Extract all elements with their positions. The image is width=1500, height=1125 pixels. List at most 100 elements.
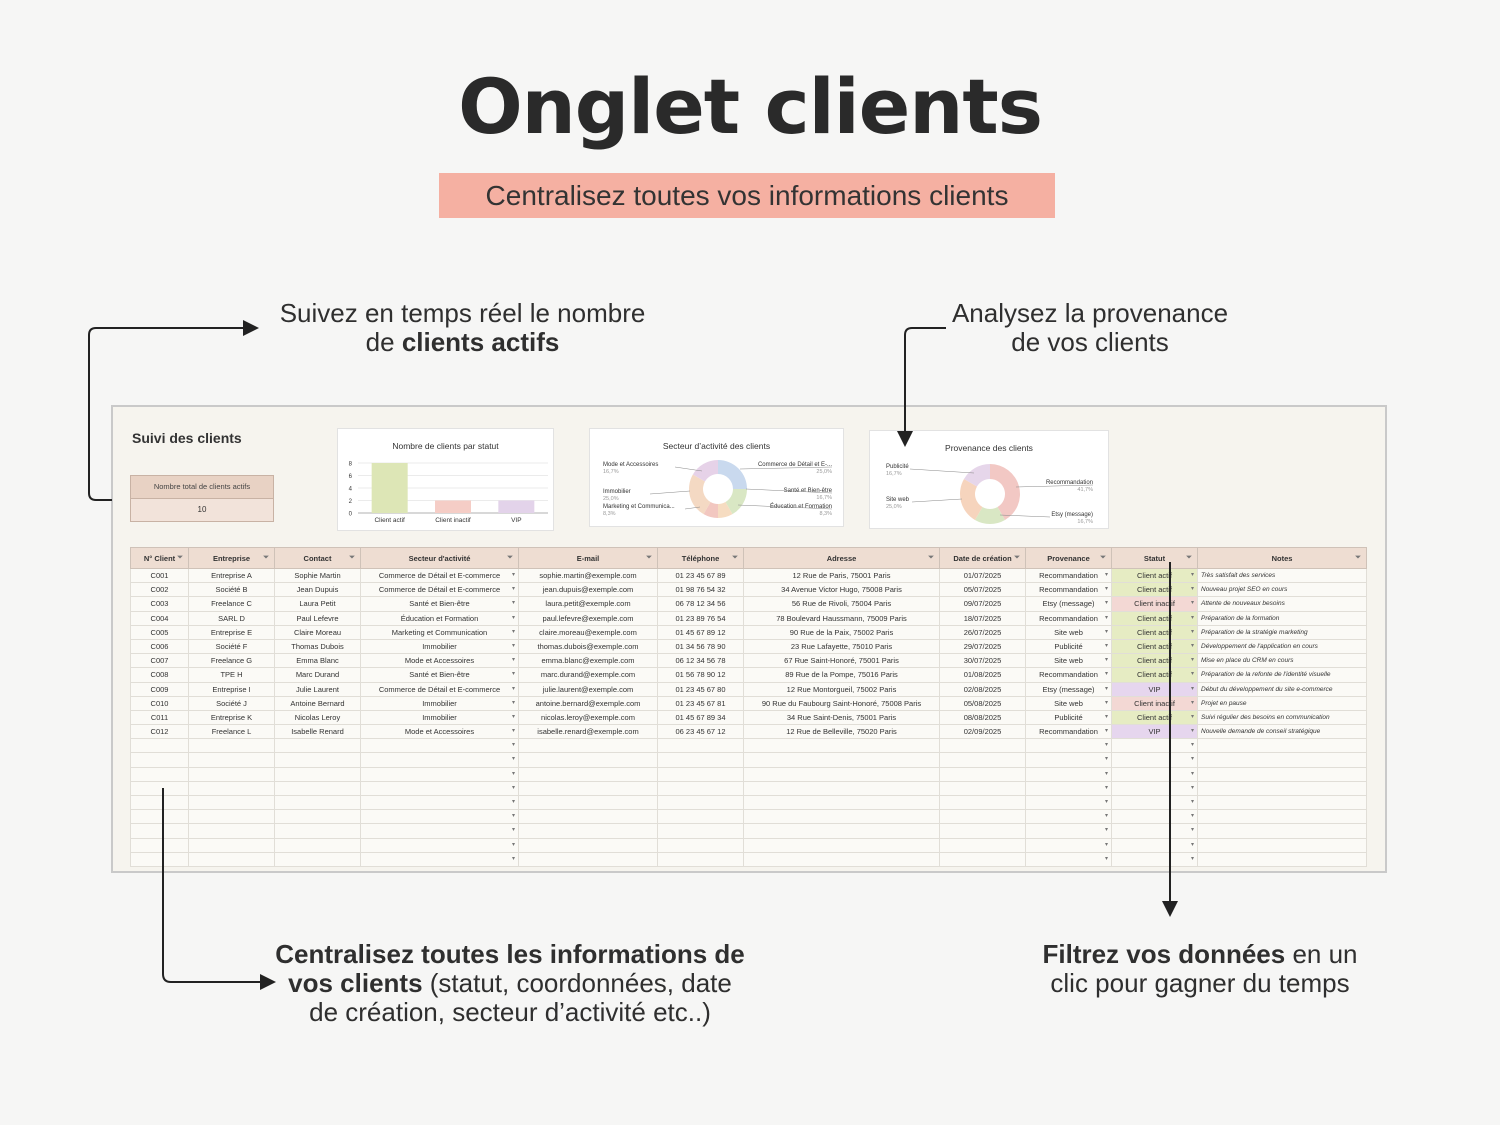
table-cell[interactable] [518,752,658,768]
table-cell[interactable]: 01 45 67 89 12 [657,624,744,640]
table-cell[interactable]: 34 Rue Saint-Denis, 75001 Paris [743,709,940,726]
table-cell[interactable]: 30/07/2025 [939,653,1026,669]
table-cell[interactable]: 01 23 89 76 54 [657,610,744,626]
table-cell[interactable]: C010 [130,695,189,711]
table-cell[interactable] [518,823,658,839]
table-cell[interactable]: 90 Rue du Faubourg Saint-Honoré, 75008 P… [743,695,940,711]
table-cell[interactable] [1111,823,1198,839]
table-cell[interactable]: C005 [130,624,189,640]
table-cell[interactable] [743,851,940,867]
table-cell[interactable]: 12 Rue de Paris, 75001 Paris [743,567,940,584]
table-cell[interactable]: Recommandation [1025,610,1112,626]
table-cell[interactable]: Nouvelle demande de conseil stratégique [1197,724,1367,740]
table-cell[interactable] [360,851,519,867]
table-cell[interactable]: Site web [1025,695,1112,711]
table-cell[interactable] [188,752,275,768]
table-cell[interactable] [274,752,361,768]
table-cell[interactable] [518,851,658,867]
table-cell[interactable] [1197,780,1367,797]
table-cell[interactable]: Commerce de Détail et E-commerce [360,681,519,697]
table-cell[interactable] [518,809,658,825]
table-cell[interactable] [188,851,275,867]
table-cell[interactable]: Entreprise E [188,624,275,640]
table-cell[interactable]: Laura Petit [274,596,361,612]
table-cell[interactable]: Début du développement du site e-commerc… [1197,681,1367,697]
table-cell[interactable] [130,766,189,782]
table-cell[interactable]: Freelance C [188,596,275,612]
table-cell[interactable]: Commerce de Détail et E-commerce [360,567,519,584]
table-cell[interactable] [1111,809,1198,825]
filter-icon[interactable]: ⏷ [349,554,355,561]
table-cell[interactable]: 18/07/2025 [939,610,1026,626]
table-cell[interactable] [1197,809,1367,825]
table-cell[interactable] [657,738,744,754]
table-cell[interactable]: claire.moreau@exemple.com [518,624,658,640]
table-cell[interactable]: C001 [130,567,189,584]
table-cell[interactable]: 01/08/2025 [939,667,1026,683]
table-cell[interactable]: 26/07/2025 [939,624,1026,640]
table-cell[interactable] [939,738,1026,754]
table-cell[interactable] [743,794,940,811]
table-cell[interactable]: Jean Dupuis [274,582,361,598]
table-cell[interactable] [130,851,189,867]
table-cell[interactable] [130,752,189,768]
table-cell[interactable] [657,780,744,797]
table-cell[interactable]: 06 12 34 56 78 [657,653,744,669]
table-cell[interactable] [1111,752,1198,768]
table-cell[interactable]: Mode et Accessoires [360,724,519,740]
table-cell[interactable]: 01 45 67 89 34 [657,709,744,726]
table-cell[interactable]: Entreprise K [188,709,275,726]
table-cell[interactable] [743,823,940,839]
table-cell[interactable] [939,780,1026,797]
table-cell[interactable]: 06 78 12 34 56 [657,596,744,612]
table-cell[interactable]: 05/07/2025 [939,582,1026,598]
filter-icon[interactable]: ⏷ [928,554,934,561]
table-cell[interactable] [188,809,275,825]
table-cell[interactable]: Nouveau projet SEO en cours [1197,582,1367,598]
table-cell[interactable]: Mise en place du CRM en cours [1197,653,1367,669]
table-cell[interactable]: 56 Rue de Rivoli, 75004 Paris [743,596,940,612]
column-header[interactable]: E-mail⏷ [518,547,658,569]
table-cell[interactable] [1025,809,1112,825]
filter-icon[interactable]: ⏷ [1355,554,1361,561]
table-cell[interactable]: 09/07/2025 [939,596,1026,612]
table-cell[interactable] [360,823,519,839]
table-cell[interactable] [657,837,744,853]
table-cell[interactable]: 67 Rue Saint-Honoré, 75001 Paris [743,653,940,669]
table-cell[interactable]: VIP [1111,724,1198,740]
table-cell[interactable]: 01 98 76 54 32 [657,582,744,598]
table-cell[interactable]: Thomas Dubois [274,638,361,655]
table-cell[interactable] [657,851,744,867]
table-cell[interactable]: Recommandation [1025,667,1112,683]
table-cell[interactable]: Publicité [1025,638,1112,655]
table-cell[interactable] [360,766,519,782]
table-cell[interactable] [657,809,744,825]
table-cell[interactable] [1111,851,1198,867]
table-cell[interactable]: Claire Moreau [274,624,361,640]
table-cell[interactable]: Client inactif [1111,596,1198,612]
table-cell[interactable] [657,794,744,811]
table-cell[interactable]: Éducation et Formation [360,610,519,626]
table-cell[interactable] [657,823,744,839]
table-cell[interactable] [130,823,189,839]
filter-icon[interactable]: ⏷ [1186,554,1192,561]
table-cell[interactable]: marc.durand@exemple.com [518,667,658,683]
table-cell[interactable]: 02/08/2025 [939,681,1026,697]
table-cell[interactable]: Marc Durand [274,667,361,683]
table-cell[interactable] [743,766,940,782]
table-cell[interactable]: 29/07/2025 [939,638,1026,655]
filter-icon[interactable]: ⏷ [1100,554,1106,561]
table-cell[interactable] [274,851,361,867]
table-cell[interactable]: Attente de nouveaux besoins [1197,596,1367,612]
filter-icon[interactable]: ⏷ [177,554,183,561]
table-cell[interactable]: Recommandation [1025,724,1112,740]
table-cell[interactable]: C012 [130,724,189,740]
table-cell[interactable] [939,851,1026,867]
table-cell[interactable]: 01 23 45 67 80 [657,681,744,697]
filter-icon[interactable]: ⏷ [732,554,738,561]
table-cell[interactable]: 34 Avenue Victor Hugo, 75008 Paris [743,582,940,598]
table-cell[interactable]: nicolas.leroy@exemple.com [518,709,658,726]
table-cell[interactable]: Très satisfait des services [1197,567,1367,584]
table-cell[interactable]: Client actif [1111,667,1198,683]
table-cell[interactable]: sophie.martin@exemple.com [518,567,658,584]
